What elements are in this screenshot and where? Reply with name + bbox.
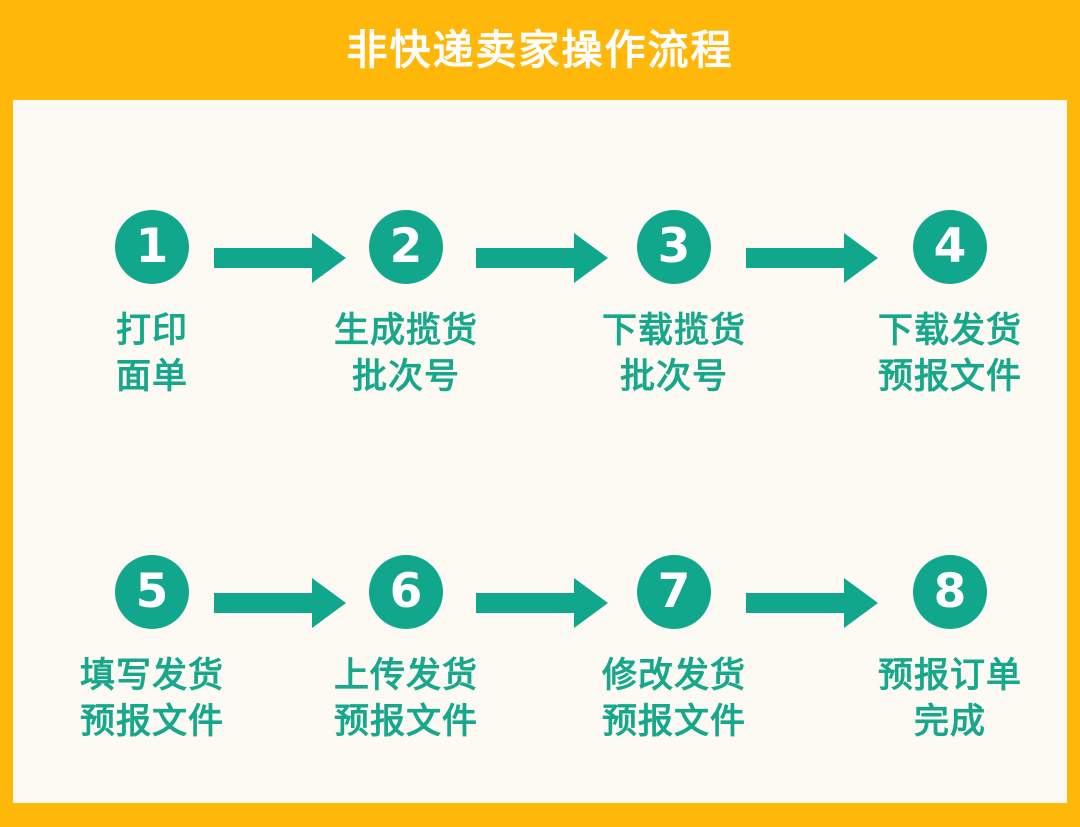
flow-step-5: 5 填写发货 预报文件 [52, 555, 252, 745]
step-label: 修改发货 预报文件 [601, 656, 746, 741]
flow-arrow [214, 233, 346, 283]
flow-step-6: 6 上传发货 预报文件 [306, 555, 506, 745]
step-label: 下载发货 预报文件 [877, 311, 1022, 396]
step-number-badge: 1 [115, 210, 189, 284]
flow-step-3: 3 下载揽货 批次号 [574, 210, 774, 400]
flow-step-7: 7 修改发货 预报文件 [574, 555, 774, 745]
flow-arrow [476, 233, 608, 283]
flow-arrow [746, 233, 878, 283]
flow-panel: 1 打印 面单 2 生成揽货 批次号 3 下载揽货 批次号 4 下载发货 预报文件 5 填写发货… [13, 100, 1067, 803]
step-label: 上传发货 预报文件 [333, 656, 478, 741]
step-number-badge: 6 [369, 555, 443, 629]
flow-arrow [214, 578, 346, 628]
flow-row-1: 1 打印 面单 2 生成揽货 批次号 3 下载揽货 批次号 4 下载发货 预报文件 [13, 210, 1067, 450]
step-label: 填写发货 预报文件 [79, 656, 224, 741]
flow-arrow [746, 578, 878, 628]
step-label: 生成揽货 批次号 [333, 311, 478, 396]
step-number-badge: 3 [637, 210, 711, 284]
flow-step-2: 2 生成揽货 批次号 [306, 210, 506, 400]
page-title: 非快递卖家操作流程 [346, 26, 734, 73]
flow-step-1: 1 打印 面单 [52, 210, 252, 400]
flow-step-4: 4 下载发货 预报文件 [850, 210, 1050, 400]
flow-arrow [476, 578, 608, 628]
step-label: 下载揽货 批次号 [601, 311, 746, 396]
poster-header: 非快递卖家操作流程 [0, 0, 1080, 100]
step-number-badge: 5 [115, 555, 189, 629]
flow-row-2: 5 填写发货 预报文件 6 上传发货 预报文件 7 修改发货 预报文件 8 预报订单 完成 [13, 555, 1067, 795]
step-number-badge: 8 [913, 555, 987, 629]
step-number-badge: 2 [369, 210, 443, 284]
step-number-badge: 4 [913, 210, 987, 284]
step-label: 预报订单 完成 [877, 656, 1022, 741]
flow-step-8: 8 预报订单 完成 [850, 555, 1050, 745]
step-number-badge: 7 [637, 555, 711, 629]
step-label: 打印 面单 [115, 311, 188, 396]
